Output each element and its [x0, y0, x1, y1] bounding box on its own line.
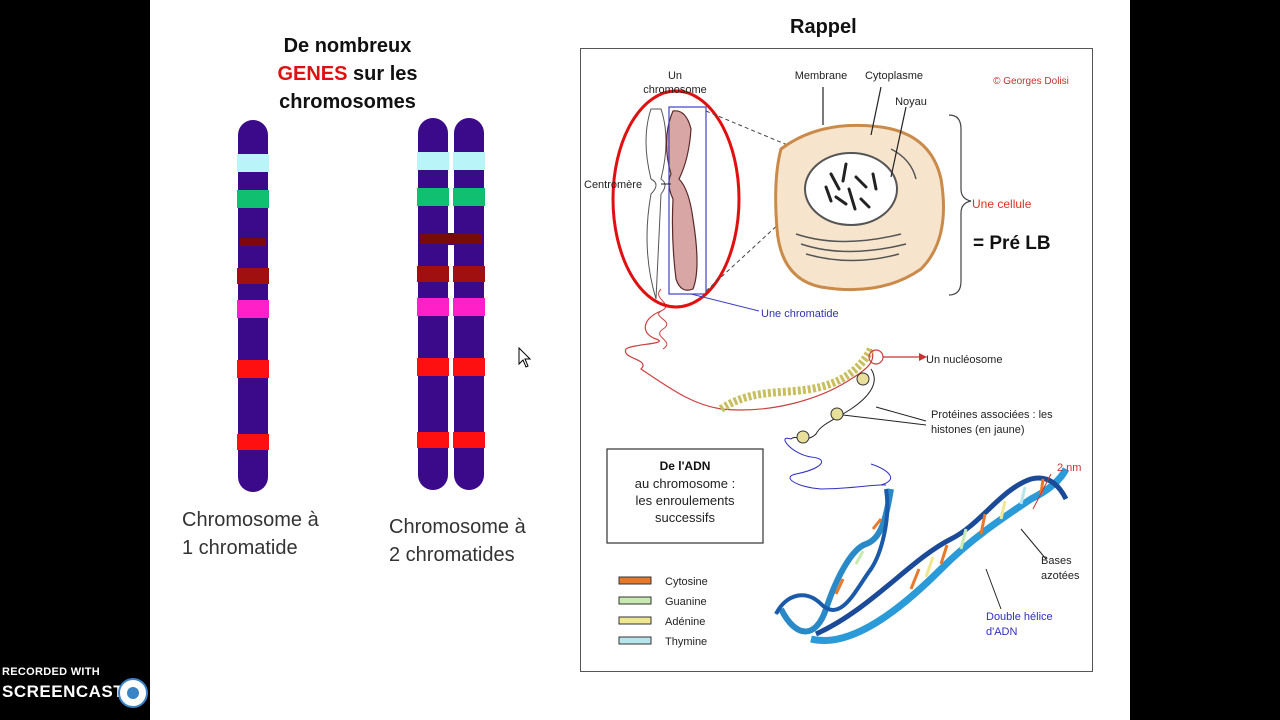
label-copyright: © Georges Dolisi — [993, 76, 1069, 87]
label-chromosome: chromosome — [643, 84, 707, 96]
legend-swatch — [618, 596, 652, 605]
title-line-3: chromosomes — [279, 91, 416, 113]
title-line-1: De nombreux — [283, 35, 412, 57]
dna-figure: Un chromosome Membrane Cytoplasme Noyau … — [584, 70, 1081, 648]
screencast-logo-icon — [118, 678, 148, 708]
label-noyau: Noyau — [895, 96, 927, 108]
label-cytoplasme: Cytoplasme — [865, 70, 923, 82]
label-proteines-2: histones (en jaune) — [931, 424, 1025, 436]
label-pre-lb: = Pré LB — [973, 233, 1051, 254]
watermark-matic: MATIC — [153, 682, 209, 701]
label-un-nucleosome: Un nucléosome — [926, 354, 1002, 366]
watermark-screencast: SCREENCAST — [2, 682, 125, 701]
label-2nm: 2 nm — [1057, 462, 1081, 474]
chromosome-1-chromatide — [237, 120, 269, 492]
red-highlight-circle — [611, 89, 741, 309]
screencast-watermark: RECORDED WITH SCREENCAST MATIC — [0, 664, 220, 720]
slide: De nombreux GENES sur les chromosomes — [150, 0, 1130, 720]
legend-swatch — [618, 576, 652, 585]
title-line-2: GENES sur les — [260, 60, 435, 88]
info-box-title: De l'ADN — [660, 459, 711, 473]
label-1-line-a: Chromosome à — [182, 509, 319, 531]
label-bases-1: Bases — [1041, 555, 1072, 567]
label-double-helice-2: d'ADN — [986, 626, 1017, 638]
info-box — [606, 448, 764, 544]
title-rest: sur les — [353, 63, 418, 85]
label-membrane: Membrane — [795, 70, 848, 82]
dna-figure-panel: Un chromosome Membrane Cytoplasme Noyau … — [580, 48, 1093, 672]
slide-title: De nombreux GENES sur les chromosomes — [260, 32, 435, 116]
label-2-line-a: Chromosome à — [389, 516, 526, 538]
chromosome-illustrations — [237, 118, 485, 492]
legend-label: Cytosine — [665, 576, 708, 588]
chromosome-sketch — [645, 106, 707, 350]
legend-swatch — [618, 636, 652, 645]
info-box-line-2: les enroulements — [636, 493, 735, 508]
chromosome-2-chromatides — [417, 118, 485, 490]
title-genes-word: GENES — [277, 63, 348, 85]
info-box-line-1: au chromosome : — [635, 476, 735, 491]
label-double-helice-1: Double hélice — [986, 611, 1053, 623]
label-proteines-1: Protéines associées : les — [931, 409, 1053, 421]
label-un: Un — [668, 70, 682, 82]
legend-label: Guanine — [665, 596, 707, 608]
rappel-heading: Rappel — [790, 16, 857, 38]
label-une-chromatide: Une chromatide — [761, 308, 839, 320]
label-1-chromatide: Chromosome à 1 chromatide — [182, 506, 319, 562]
label-bases-2: azotées — [1041, 570, 1080, 582]
watermark-recorded-with: RECORDED WITH — [2, 666, 101, 678]
label-2-line-b: 2 chromatides — [389, 544, 515, 566]
legend-label: Thymine — [665, 636, 707, 648]
mouse-cursor-icon — [518, 347, 532, 368]
legend-swatch — [618, 616, 652, 625]
label-2-chromatides: Chromosome à 2 chromatides — [389, 513, 526, 569]
label-1-line-b: 1 chromatide — [182, 537, 298, 559]
cell-drawing — [774, 123, 945, 292]
dna-double-helix — [774, 463, 1070, 644]
info-box-line-3: successifs — [655, 510, 715, 525]
label-une-cellule: Une cellule — [972, 197, 1032, 211]
label-centromere: Centromère — [584, 179, 642, 191]
legend-label: Adénine — [665, 616, 705, 628]
chromatin-coil — [625, 310, 927, 490]
